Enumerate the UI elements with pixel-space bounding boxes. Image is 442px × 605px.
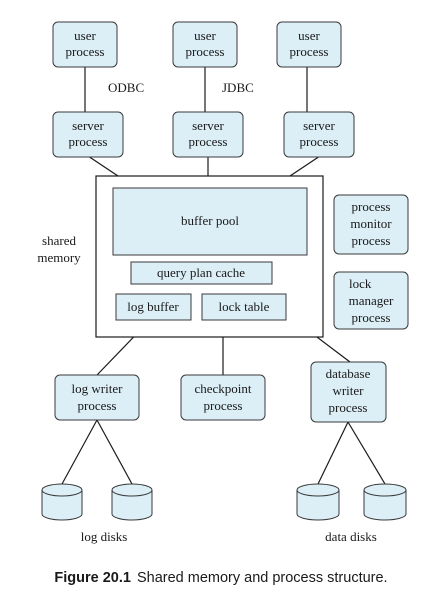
log-disks-label: log disks	[81, 529, 128, 544]
server-process-label: server	[192, 118, 224, 133]
lock-manager-process: lock manager process	[333, 271, 409, 330]
checkpoint-process: checkpoint process	[180, 374, 266, 421]
server-process-3: server process	[283, 111, 355, 158]
figure-caption-text: Shared memory and process structure.	[136, 570, 388, 586]
database-writer-label: process	[329, 400, 368, 415]
user-process-label: process	[290, 44, 329, 59]
server-process-label: server	[72, 118, 104, 133]
user-process-label: user	[194, 28, 216, 43]
log-writer-process: log writer process	[54, 374, 140, 421]
diagram-canvas: user process user process user process O…	[37, 21, 409, 544]
shared-memory-label: memory	[37, 250, 81, 265]
lock-manager-label: process	[352, 310, 391, 325]
user-process-label: user	[298, 28, 320, 43]
user-process-3: user process	[276, 21, 342, 68]
database-writer-process: database writer process	[310, 361, 387, 423]
log-buffer: log buffer	[115, 293, 192, 321]
database-writer-label: database	[326, 366, 371, 381]
log-buffer-label: log buffer	[127, 299, 179, 314]
buffer-pool-label: buffer pool	[181, 213, 239, 228]
checkpoint-label: process	[204, 398, 243, 413]
process-monitor-label: process	[352, 199, 391, 214]
process-monitor-label: monitor	[350, 216, 392, 231]
process-monitor-process: process monitor process	[333, 194, 409, 255]
figure-label: Figure 20.1	[54, 570, 131, 586]
database-writer-label: writer	[332, 383, 364, 398]
server-process-label: process	[189, 134, 228, 149]
log-disk-1-icon	[41, 483, 83, 521]
server-process-1: server process	[52, 111, 124, 158]
process-monitor-label: process	[352, 233, 391, 248]
lock-manager-label: lock	[349, 276, 372, 291]
link-server1-memory	[87, 155, 119, 177]
link-dbwriter-disk1	[317, 421, 349, 485]
server-process-2: server process	[172, 111, 244, 158]
server-process-label: process	[69, 134, 108, 149]
link-logwriter-disk1	[61, 419, 98, 485]
log-writer-label: log writer	[72, 381, 124, 396]
buffer-pool: buffer pool	[112, 187, 308, 256]
link-dbwriter-disk2	[347, 421, 386, 485]
query-plan-cache: query plan cache	[130, 261, 273, 285]
figure-caption: Figure 20.1 Shared memory and process str…	[0, 570, 442, 586]
user-process-label: process	[186, 44, 225, 59]
server-process-label: process	[300, 134, 339, 149]
data-disk-1-icon	[296, 483, 340, 521]
user-process-label: user	[74, 28, 96, 43]
query-plan-cache-label: query plan cache	[157, 265, 245, 280]
lock-table: lock table	[201, 293, 287, 321]
log-writer-label: process	[78, 398, 117, 413]
user-process-label: process	[66, 44, 105, 59]
lock-manager-label: manager	[349, 293, 394, 308]
lock-table-label: lock table	[219, 299, 270, 314]
shared-memory-label: shared	[42, 233, 76, 248]
checkpoint-label: checkpoint	[194, 381, 251, 396]
data-disks-label: data disks	[325, 529, 377, 544]
server-process-label: server	[303, 118, 335, 133]
log-disk-2-icon	[111, 483, 153, 521]
link-logwriter-disk2	[96, 419, 133, 485]
jdbc-label: JDBC	[222, 80, 254, 95]
user-process-2: user process	[172, 21, 238, 68]
data-disk-2-icon	[363, 483, 407, 521]
odbc-label: ODBC	[108, 80, 144, 95]
link-server3-memory	[289, 155, 321, 177]
user-process-1: user process	[52, 21, 118, 68]
